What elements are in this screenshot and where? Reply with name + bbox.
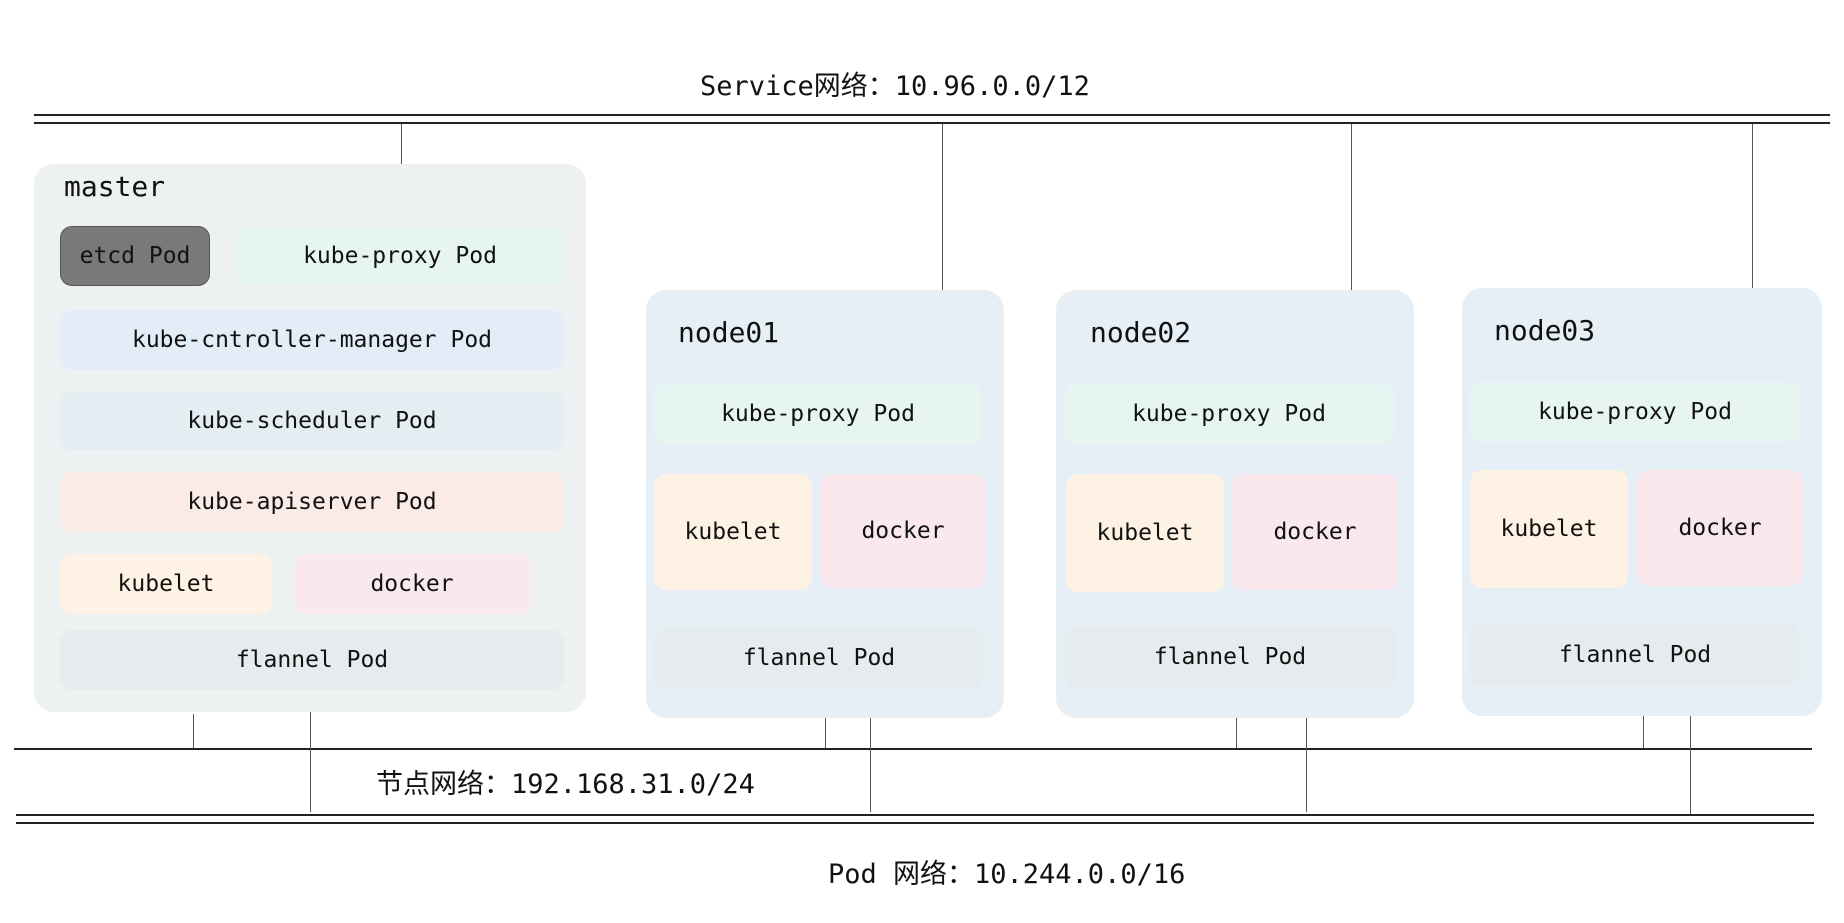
worker-node-node03: node03 kube-proxy Pod kubelet docker fla… bbox=[1462, 288, 1822, 716]
node03-kubelet[interactable]: kubelet bbox=[1470, 470, 1628, 588]
master-node: master etcd Pod kube-proxy Pod kube-cntr… bbox=[34, 164, 586, 712]
node01-node-net-connector bbox=[825, 718, 826, 748]
node02-node-net-connector bbox=[1236, 718, 1237, 748]
node02-docker[interactable]: docker bbox=[1232, 474, 1398, 590]
pod-network-label: Pod 网络：10.244.0.0/16 bbox=[828, 859, 1186, 890]
kube-controller-manager-pod[interactable]: kube-cntroller-manager Pod bbox=[60, 310, 564, 370]
master-title: master bbox=[64, 170, 166, 203]
node02-flannel-connector bbox=[1306, 690, 1307, 812]
node03-docker[interactable]: docker bbox=[1636, 470, 1804, 586]
node02-flannel-pod[interactable]: flannel Pod bbox=[1064, 626, 1396, 688]
master-docker[interactable]: docker bbox=[294, 554, 530, 614]
master-node-net-connector bbox=[193, 714, 194, 748]
master-kube-proxy-pod[interactable]: kube-proxy Pod bbox=[236, 226, 564, 286]
node01-flannel-connector bbox=[870, 690, 871, 812]
node02-kubelet[interactable]: kubelet bbox=[1066, 474, 1224, 592]
node-network-label: 节点网络：192.168.31.0/24 bbox=[376, 769, 755, 800]
node01-docker[interactable]: docker bbox=[820, 474, 986, 588]
node01-kubelet[interactable]: kubelet bbox=[654, 474, 812, 590]
worker-node-node01: node01 kube-proxy Pod kubelet docker fla… bbox=[646, 290, 1004, 718]
node-network-line bbox=[14, 748, 1812, 750]
node03-kube-proxy-pod[interactable]: kube-proxy Pod bbox=[1470, 382, 1800, 442]
pod-network-line-top bbox=[16, 814, 1814, 816]
node01-title: node01 bbox=[678, 316, 780, 349]
etcd-pod[interactable]: etcd Pod bbox=[60, 226, 210, 286]
master-flannel-pod[interactable]: flannel Pod bbox=[60, 630, 564, 690]
node03-node-net-connector bbox=[1643, 716, 1644, 748]
master-flannel-connector bbox=[310, 690, 311, 812]
node03-title: node03 bbox=[1494, 314, 1596, 347]
master-kubelet[interactable]: kubelet bbox=[60, 554, 272, 614]
node02-proxy-connector bbox=[1351, 124, 1352, 384]
kube-apiserver-pod[interactable]: kube-apiserver Pod bbox=[60, 472, 564, 532]
node02-kube-proxy-pod[interactable]: kube-proxy Pod bbox=[1064, 384, 1394, 444]
node01-flannel-pod[interactable]: flannel Pod bbox=[654, 628, 984, 688]
pod-network-line-bottom bbox=[16, 822, 1814, 824]
service-network-line-bottom bbox=[34, 122, 1830, 124]
node01-kube-proxy-pod[interactable]: kube-proxy Pod bbox=[654, 384, 982, 444]
node03-flannel-pod[interactable]: flannel Pod bbox=[1470, 624, 1800, 686]
kube-scheduler-pod[interactable]: kube-scheduler Pod bbox=[60, 392, 564, 450]
node03-proxy-connector bbox=[1752, 124, 1753, 384]
node03-flannel-connector bbox=[1690, 694, 1691, 814]
worker-node-node02: node02 kube-proxy Pod kubelet docker fla… bbox=[1056, 290, 1414, 718]
service-network-line-top bbox=[34, 114, 1830, 116]
node01-proxy-connector bbox=[942, 124, 943, 384]
node02-title: node02 bbox=[1090, 316, 1192, 349]
service-network-label: Service网络：10.96.0.0/12 bbox=[700, 71, 1090, 102]
